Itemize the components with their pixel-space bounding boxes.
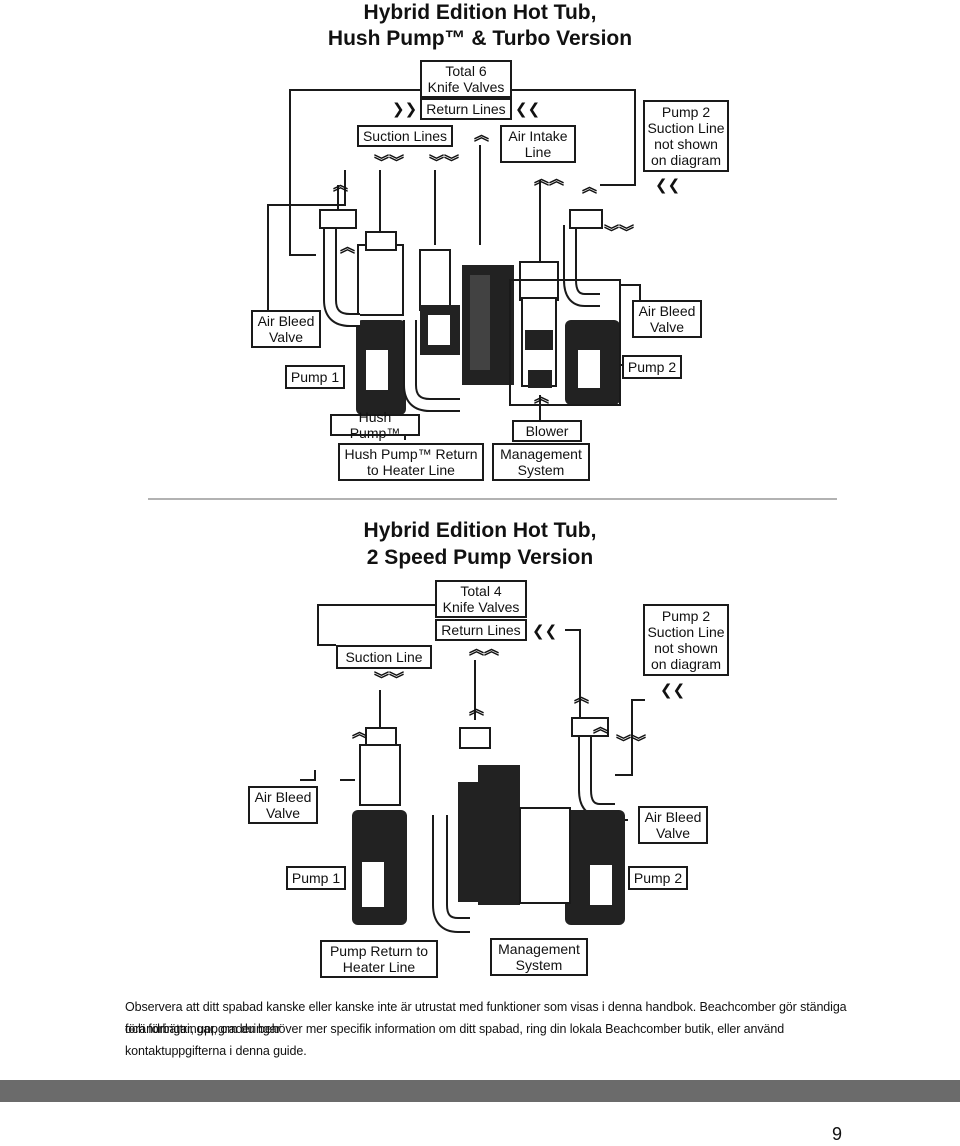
- bottom-pump1-label: Pump 1: [286, 866, 346, 890]
- arrow-down-icon: ︾︾: [604, 224, 635, 241]
- top-line-valves-to-pump2: [512, 89, 636, 186]
- bottom-pump2-label: Pump 2: [628, 866, 688, 890]
- arrow-down-icon: ︾︾: [374, 671, 405, 688]
- arrow-up-icon: ︽: [469, 701, 485, 718]
- top-title-line2: Hush Pump™ & Turbo Version: [327, 27, 633, 50]
- arrow-left-icon: ❮❮: [655, 177, 681, 194]
- bottom-title-line1: Hybrid Edition Hot Tub,: [363, 519, 597, 542]
- disclaimer-line1: Observera att ditt spabad kanske eller k…: [125, 1000, 847, 1036]
- bottom-return-lines-label: Return Lines: [435, 619, 527, 641]
- arrow-up-icon: ︽︽: [469, 641, 500, 658]
- disclaimer-line2: och förbättringar, om du behöver mer spe…: [125, 1022, 785, 1058]
- arrow-up-icon: ︽: [534, 389, 550, 406]
- arrow-up-icon: ︽︽: [534, 171, 565, 188]
- top-pump1-label: Pump 1: [285, 365, 345, 389]
- top-title-line1: Hybrid Edition Hot Tub,: [363, 1, 597, 24]
- arrow-down-icon: ︾︾: [429, 154, 460, 171]
- arrow-left-icon: ❮❮: [515, 101, 541, 118]
- arrow-left-icon: ❮❮: [660, 682, 686, 699]
- top-line-valves-to-airbleed: [289, 89, 420, 256]
- arrow-up-icon: ︽: [574, 689, 590, 706]
- arrow-left-icon: ❮❮: [532, 623, 558, 640]
- arrow-up-icon: ︽: [333, 177, 349, 194]
- footer-bar: [0, 1080, 960, 1102]
- top-hush-pump-label: Hush Pump™: [330, 409, 420, 441]
- arrow-right-icon: ❯❯: [392, 101, 418, 118]
- bottom-suction-line-label: Suction Line: [336, 645, 432, 669]
- page-number: 9: [831, 1124, 842, 1144]
- arrow-up-icon: ︽: [352, 724, 368, 741]
- arrow-down-icon: ︾︾: [374, 154, 405, 171]
- top-pump2-label: Pump 2: [622, 355, 682, 379]
- top-suction-lines-label: Suction Lines: [357, 125, 453, 147]
- top-pump-assembly: [319, 209, 621, 415]
- arrow-up-icon: ︽: [593, 719, 609, 736]
- bottom-pump-assembly: [352, 717, 625, 933]
- top-return-lines-label: Return Lines: [420, 98, 512, 120]
- top-blower-label: Blower: [512, 420, 582, 442]
- arrow-up-icon: ︽: [474, 127, 490, 144]
- arrow-up-icon: ︽: [340, 239, 356, 256]
- bottom-title-line2: 2 Speed Pump Version: [366, 546, 594, 569]
- arrow-down-icon: ︾︾: [616, 734, 647, 751]
- arrow-up-icon: ︽: [582, 179, 598, 196]
